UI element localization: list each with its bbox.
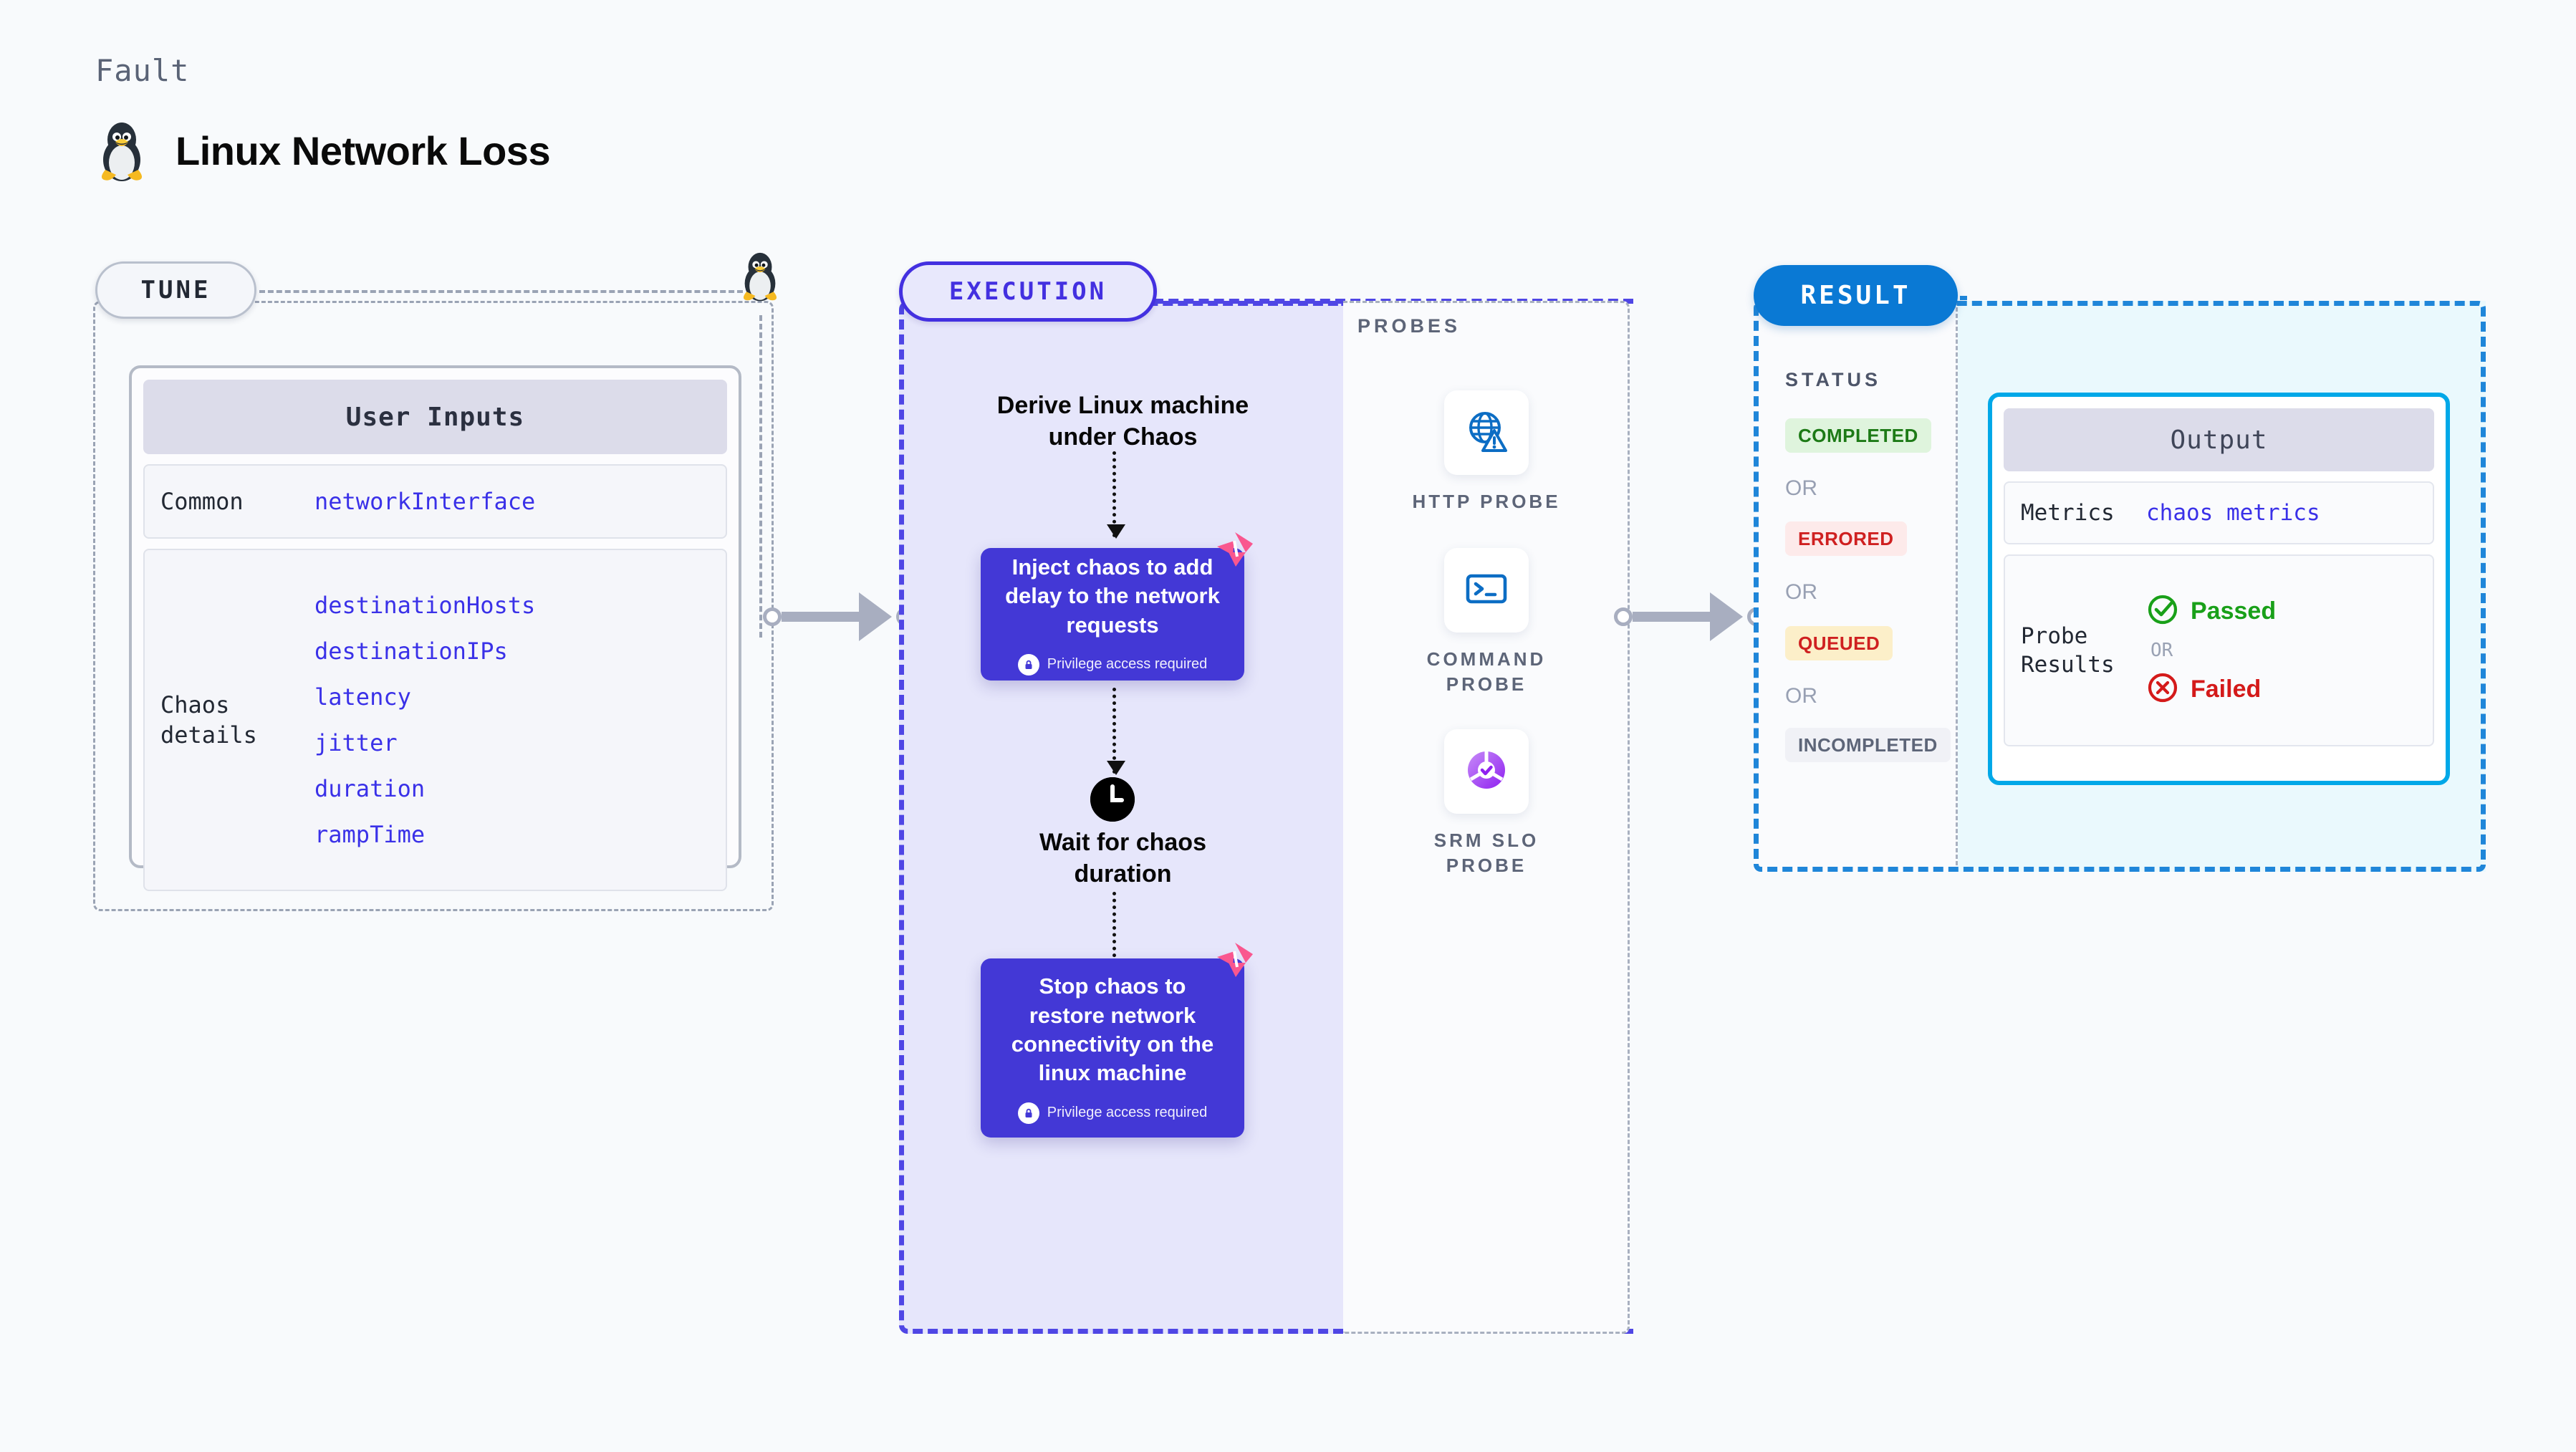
output-row-label: Metrics (2021, 499, 2115, 526)
status-or-3: OR (1785, 684, 1817, 708)
litmus-logo-icon (1213, 938, 1257, 983)
probe-tile[interactable] (1444, 729, 1529, 814)
tux-marker-icon (738, 249, 782, 306)
node-label: Stop chaos to restore network connectivi… (1011, 973, 1214, 1086)
probe-label: COMMAND PROBE (1426, 648, 1547, 696)
probe-result-or: OR (2150, 640, 2173, 661)
tune-row-label: Common (160, 487, 244, 515)
connector-execution-to-result (1614, 592, 1766, 641)
probe-item-http[interactable]: HTTP PROBE (1397, 390, 1576, 514)
srm-slo-donut-check-icon (1463, 746, 1510, 797)
output-row-metrics: Metrics chaos metrics (2004, 481, 2434, 544)
output-row-probe-results: Probe Results Passed OR (2004, 554, 2434, 746)
tune-row-values: networkInterface (314, 488, 535, 515)
tune-value[interactable]: latency (314, 683, 411, 711)
execution-node-stop-chaos[interactable]: Stop chaos to restore network connectivi… (981, 943, 1253, 1138)
probe-tile[interactable] (1444, 548, 1529, 633)
probe-results-line-1: Probe (2021, 622, 2088, 649)
tune-row-common: Common networkInterface (143, 464, 727, 539)
derive-line-1: Derive Linux machine (996, 392, 1249, 419)
privilege-text: Privilege access required (1047, 1105, 1208, 1121)
flow-arrow-1 (1107, 451, 1125, 539)
probe-label: HTTP PROBE (1412, 491, 1561, 512)
connector-start-dot (763, 607, 782, 626)
probe-label: SRM SLO PROBE (1433, 830, 1539, 877)
node-label: Inject chaos to add delay to the network… (1005, 554, 1220, 638)
wait-line-1: Wait for chaos (1039, 829, 1206, 856)
clock-icon (1090, 777, 1135, 822)
result-dashed-connector (1960, 296, 1967, 300)
probes-title: PROBES (1357, 315, 1461, 337)
status-badge-queued: QUEUED (1785, 626, 1893, 660)
execution-node-inject-chaos[interactable]: Inject chaos to add delay to the network… (981, 532, 1253, 681)
probe-result-passed: Passed (2146, 593, 2276, 630)
result-panel (1754, 301, 2486, 872)
failed-label: Failed (2191, 675, 2262, 703)
status-badge-errored: ERRORED (1785, 521, 1907, 556)
node-privilege-note: Privilege access required (1017, 1102, 1208, 1124)
status-badge-completed: COMPLETED (1785, 418, 1931, 453)
terminal-prompt-icon (1463, 565, 1510, 616)
tune-row-chaos-details: Chaos details destinationHosts destinati… (143, 549, 727, 891)
probe-item-command[interactable]: COMMAND PROBE (1397, 548, 1576, 697)
probe-results-line-2: Results (2021, 652, 2115, 678)
lock-icon (1017, 1102, 1039, 1124)
fault-title-row: Linux Network Loss (95, 118, 551, 183)
tune-dashed-drop (759, 315, 762, 638)
execution-pill[interactable]: EXECUTION (899, 261, 1157, 322)
probe-item-srm-slo[interactable]: SRM SLO PROBE (1397, 729, 1576, 878)
x-circle-icon (2146, 671, 2179, 708)
user-inputs-title: User Inputs (143, 380, 727, 454)
tune-panel (93, 301, 774, 911)
status-or-2: OR (1785, 580, 1817, 604)
output-card: Output Metrics chaos metrics Probe Resul… (1988, 393, 2450, 785)
lock-icon (1017, 653, 1039, 675)
tune-row-label: Chaos details (160, 691, 257, 749)
globe-warning-icon (1463, 408, 1510, 458)
derive-line-2: under Chaos (1048, 423, 1198, 451)
tune-value[interactable]: rampTime (314, 821, 426, 848)
status-title: STATUS (1785, 369, 1881, 390)
tune-value[interactable]: destinationHosts (314, 592, 536, 619)
tune-value[interactable]: duration (314, 775, 426, 802)
status-badge-incompleted: INCOMPLETED (1785, 728, 1951, 762)
wait-line-2: duration (1074, 860, 1172, 888)
tune-pill[interactable]: TUNE (95, 261, 256, 319)
user-inputs-card: User Inputs Common networkInterface Chao… (129, 365, 741, 891)
connector-arrowhead (859, 592, 892, 641)
output-row-label: Probe Results (2021, 622, 2146, 680)
result-pill[interactable]: RESULT (1754, 265, 1958, 326)
execution-step-derive: Derive Linux machine under Chaos (963, 390, 1282, 453)
litmus-logo-icon (1213, 528, 1257, 572)
privilege-text: Privilege access required (1047, 656, 1208, 673)
passed-label: Passed (2191, 597, 2277, 625)
connector-arrowhead (1710, 592, 1743, 641)
check-circle-icon (2146, 593, 2179, 630)
result-status-column (1754, 301, 1958, 872)
flow-arrow-2 (1107, 688, 1125, 775)
connector-line (1633, 612, 1711, 622)
status-or-1: OR (1785, 476, 1817, 500)
page-title: Linux Network Loss (176, 128, 551, 173)
node-privilege-note: Privilege access required (1017, 653, 1208, 675)
connector-tune-to-execution (763, 592, 915, 641)
fault-kicker: Fault (95, 53, 190, 88)
probe-results-values: Passed OR Failed (2146, 593, 2276, 708)
tune-value[interactable]: jitter (314, 729, 398, 756)
tune-dashed-connector (259, 290, 743, 293)
tune-row-values: destinationHosts destinationIPs latency … (314, 592, 535, 848)
output-metrics-value[interactable]: chaos metrics (2146, 500, 2320, 526)
probe-result-failed: Failed (2146, 671, 2276, 708)
connector-line (782, 612, 860, 622)
probe-tile[interactable] (1444, 390, 1529, 475)
tux-linux-penguin-icon (95, 118, 148, 183)
tune-value[interactable]: destinationIPs (314, 638, 508, 665)
output-title: Output (2004, 408, 2434, 471)
connector-start-dot (1614, 607, 1633, 626)
execution-step-wait: Wait for chaos duration (1017, 827, 1229, 890)
tune-value[interactable]: networkInterface (314, 488, 536, 515)
